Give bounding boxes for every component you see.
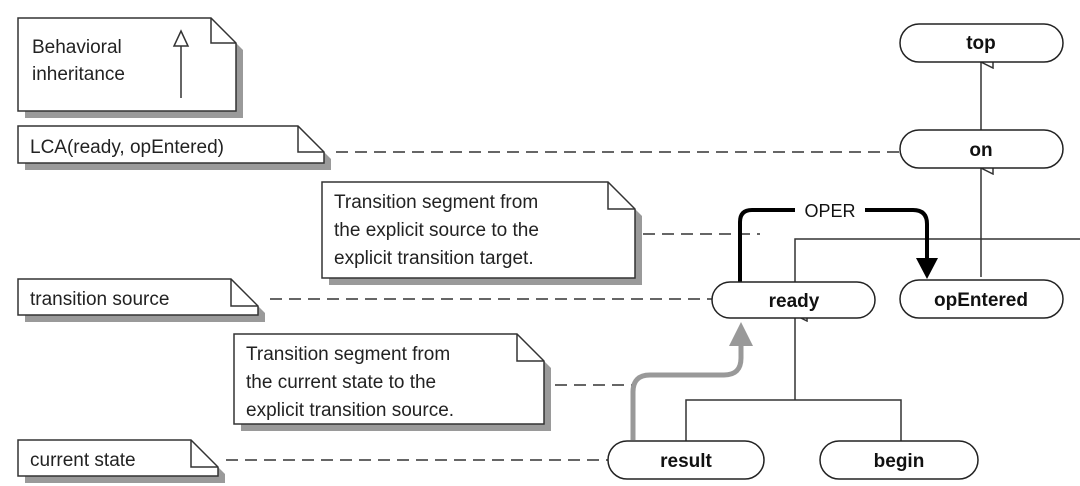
current-state-note: current state — [17, 439, 225, 483]
legend-line-2: inheritance — [32, 64, 125, 85]
transition-source-note: transition source — [17, 278, 265, 322]
current-segment-line-2: the current state to the — [246, 372, 436, 393]
transition-source-label: transition source — [30, 289, 169, 310]
current-segment-line-1: Transition segment from — [246, 344, 450, 365]
explicit-segment-note: Transition segment from the explicit sou… — [321, 181, 642, 285]
state-result: result — [607, 440, 765, 480]
state-result-label: result — [660, 451, 712, 472]
lca-note: LCA(ready, opEntered) — [17, 125, 331, 170]
state-ready: ready — [711, 281, 876, 319]
inheritance-links — [685, 62, 1080, 441]
inheritance-arrow-icon — [172, 29, 190, 98]
state-top: top — [899, 23, 1064, 63]
state-ready-label: ready — [769, 291, 820, 312]
current-transition-arrow — [630, 322, 753, 440]
explicit-transition-arrow: OPER — [738, 199, 938, 283]
legend-line-1: Behavioral — [32, 37, 122, 58]
legend-note: Behavioral inheritance — [17, 17, 243, 118]
explicit-segment-line-1: Transition segment from — [334, 192, 538, 213]
transition-label: OPER — [804, 201, 855, 221]
current-segment-note: Transition segment from the current stat… — [233, 333, 551, 431]
state-begin: begin — [819, 440, 979, 480]
state-top-label: top — [966, 33, 996, 54]
explicit-segment-line-2: the explicit source to the — [334, 220, 539, 241]
lca-note-label: LCA(ready, opEntered) — [30, 137, 224, 158]
state-opEntered: opEntered — [899, 279, 1064, 319]
explicit-segment-line-3: explicit transition target. — [334, 248, 534, 269]
current-state-label: current state — [30, 450, 136, 471]
state-opEntered-label: opEntered — [934, 290, 1028, 311]
current-segment-line-3: explicit transition source. — [246, 400, 454, 421]
state-on-label: on — [969, 140, 992, 161]
state-begin-label: begin — [874, 451, 925, 472]
state-on: on — [899, 129, 1064, 169]
